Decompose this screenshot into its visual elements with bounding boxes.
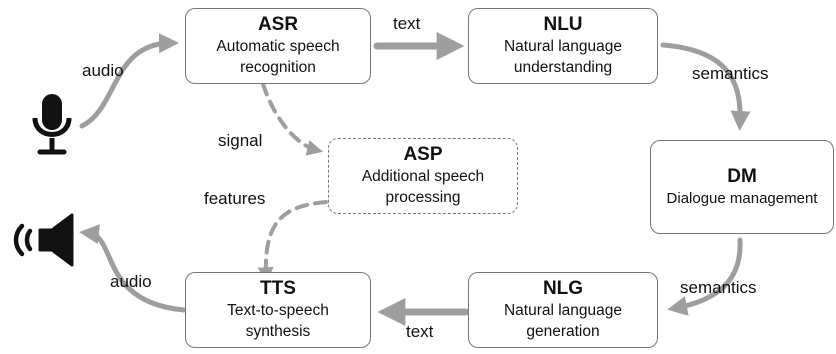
arrow-asp-to-tts [257, 200, 328, 284]
nlg-title: NLG [542, 278, 584, 299]
tts-line2: synthesis [245, 323, 311, 340]
nlg-box: NLG Natural language generation [468, 272, 658, 348]
microphone-icon [32, 94, 72, 155]
asr-title: ASR [257, 14, 299, 35]
asp-title: ASP [403, 144, 443, 165]
edge-label-nlu-to-dm: semantics [692, 64, 769, 83]
nlu-box: NLU Natural language understanding [468, 8, 658, 84]
edge-label-asr-to-nlu: text [393, 14, 421, 33]
tts-line1: Text-to-speech [227, 302, 329, 319]
edge-label-mic-to-asr: audio [82, 61, 124, 80]
speaker-icon [13, 213, 74, 267]
asr-line1: Automatic speech [216, 38, 340, 55]
edge-label-dm-to-nlg: semantics [680, 278, 757, 297]
nlu-title: NLU [543, 14, 583, 35]
nlu-line1: Natural language [503, 38, 623, 55]
tts-title: TTS [260, 278, 296, 299]
arrow-mic-to-asr [79, 33, 179, 129]
edge-label-asr-to-asp: signal [218, 131, 263, 150]
asp-line2: processing [385, 189, 461, 206]
nlg-line1: Natural language [503, 302, 623, 319]
asp-line1: Additional speech [361, 168, 485, 185]
arrow-dm-to-nlg [667, 237, 743, 316]
asp-box: ASP Additional speech processing [328, 138, 518, 214]
edge-label-tts-to-speaker: audio [110, 272, 152, 291]
nlg-line2: generation [526, 323, 600, 340]
asr-box: ASR Automatic speech recognition [185, 8, 371, 84]
arrow-asr-to-asp [261, 82, 323, 156]
tts-box: TTS Text-to-speech synthesis [185, 272, 371, 348]
nlu-line2: understanding [513, 59, 613, 76]
asr-line2: recognition [240, 59, 316, 76]
dm-box: DM Dialogue management [650, 140, 834, 234]
arrow-tts-to-speaker [79, 224, 187, 313]
dm-line1: Dialogue management [666, 189, 818, 207]
edge-label-asp-to-tts: features [204, 189, 266, 208]
arrow-nlu-to-dm [660, 42, 751, 131]
dm-title: DM [727, 165, 757, 187]
edge-label-nlg-to-tts: text [406, 322, 434, 341]
